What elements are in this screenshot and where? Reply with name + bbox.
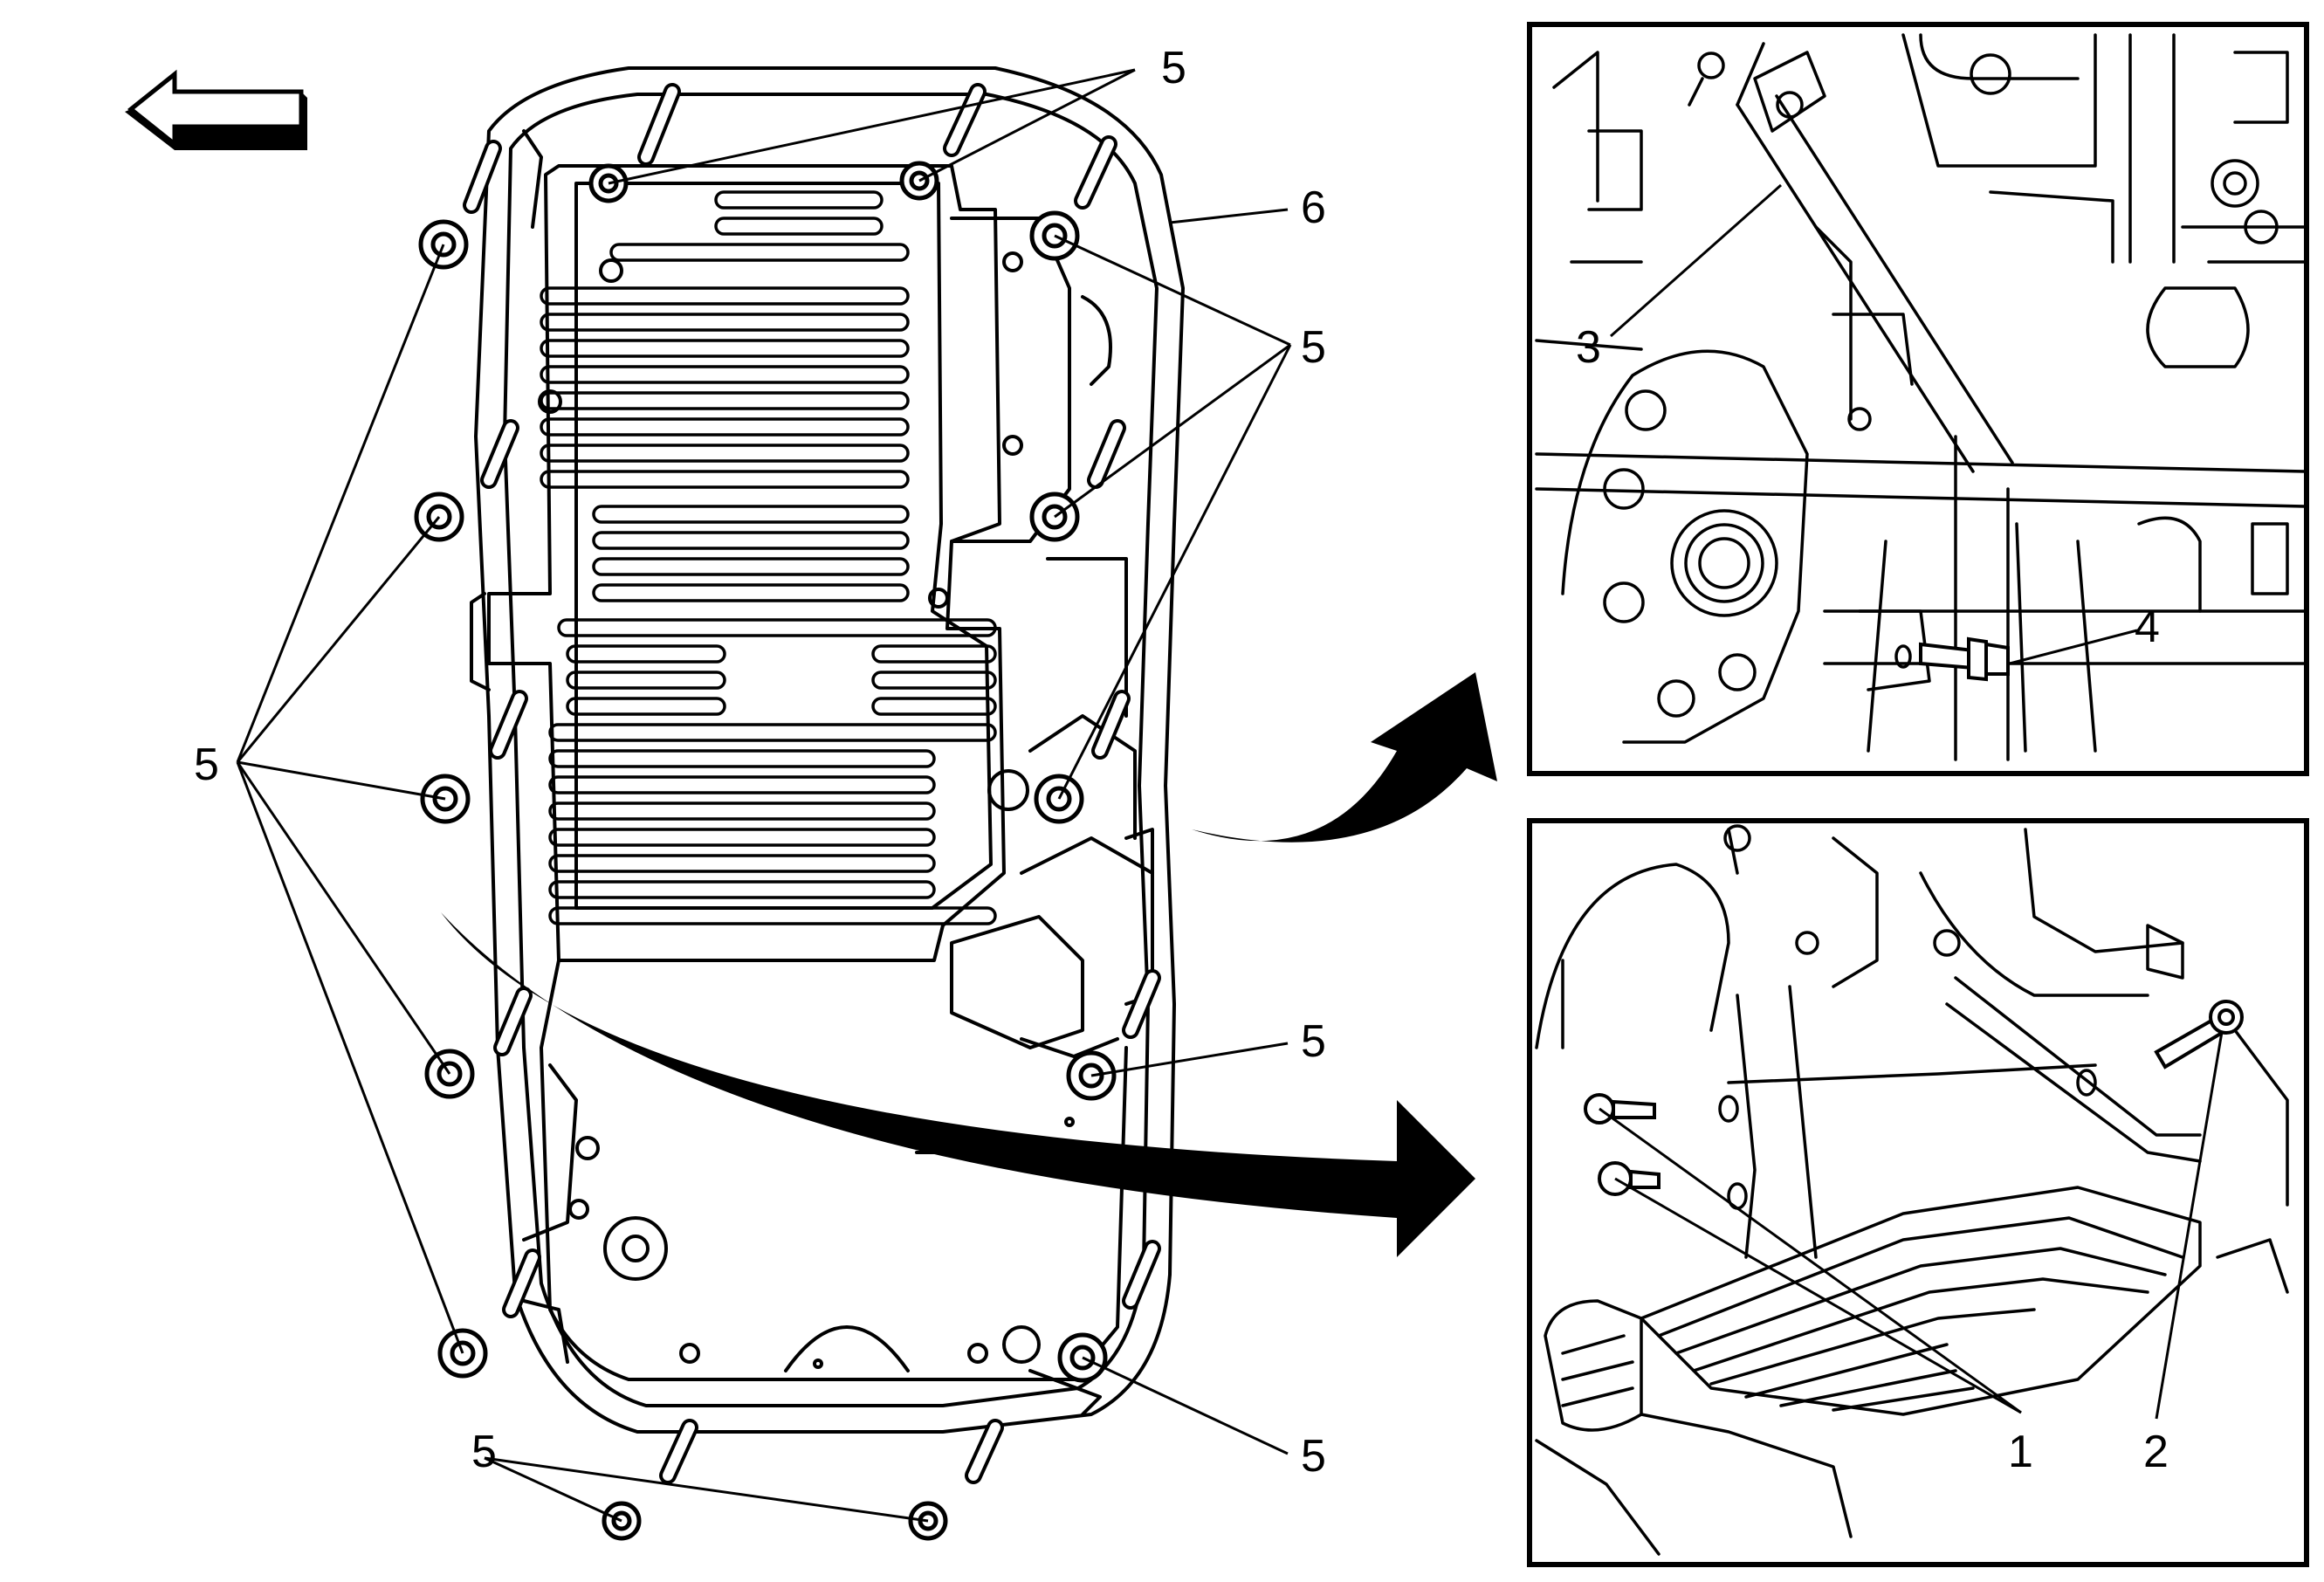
leader-lines-main — [236, 68, 1292, 1523]
callout-label-1: 1 — [2008, 1427, 2033, 1477]
callout-label: 6 — [1301, 182, 1326, 233]
left-arrow-icon — [125, 69, 307, 150]
callout-label: 5 — [1161, 43, 1186, 93]
callouts-main: 5 6 5 5 5 5 5 — [194, 43, 1326, 1482]
oil-pan-drawing — [463, 66, 1185, 1484]
bolts-lower-detail — [1584, 1000, 2244, 1196]
pan-bolts — [414, 161, 1117, 1541]
bolt-2 — [2154, 1000, 2244, 1070]
callout-label-4: 4 — [2135, 602, 2160, 652]
callout-label-2: 2 — [2143, 1427, 2169, 1477]
bolt-4 — [1919, 636, 2010, 682]
detail-view-lower: 1 2 — [1527, 818, 2309, 1567]
callout-label: 5 — [471, 1427, 497, 1477]
callout-label: 5 — [1301, 322, 1326, 373]
callout-label: 5 — [1301, 1431, 1326, 1482]
curved-arrow-lower — [441, 912, 1475, 1257]
curved-arrow-upper — [1192, 672, 1497, 843]
bolt — [420, 774, 471, 824]
bolt — [1584, 1093, 1656, 1125]
callout-label-3: 3 — [1576, 322, 1601, 373]
leader-lines-upper — [1610, 183, 2138, 665]
detail-view-upper: 3 4 — [1527, 22, 2309, 776]
leader-lines-lower — [1599, 1031, 2224, 1420]
callout-label: 5 — [1301, 1016, 1326, 1067]
callout-label: 5 — [194, 739, 219, 790]
